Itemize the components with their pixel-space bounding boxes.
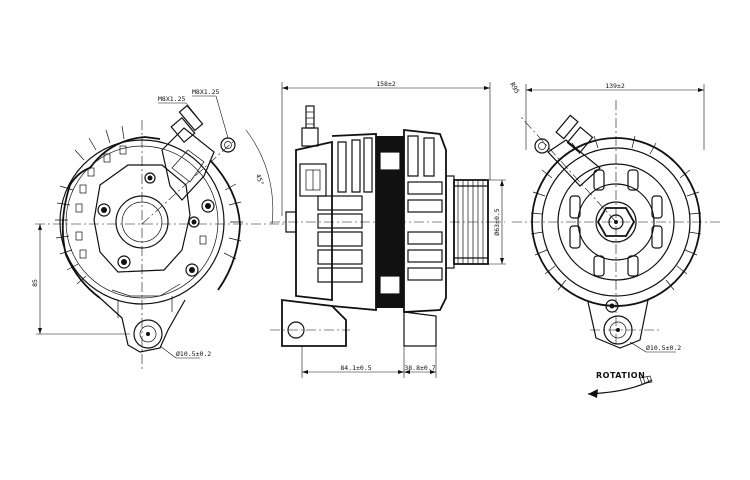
front-view: 85 M8X1.25 M8X1.25 45° Ø10.5±0.2	[31, 88, 285, 370]
length-dimension-38: 38.8±0.7	[404, 364, 435, 372]
side-view: 158±2	[270, 80, 506, 378]
pulley-diameter: Ø63±0.5	[493, 208, 501, 235]
rotation-label: ROTATION	[596, 371, 645, 380]
thread-callout-2: M8X1.25	[192, 88, 219, 96]
hole-diameter-left: Ø10.5±0.2	[176, 350, 211, 358]
front-rim-slots	[75, 145, 207, 259]
front-housing-fins	[407, 135, 443, 281]
thread-callout-1: M8X1.25	[158, 95, 185, 103]
height-dimension-85: 85	[31, 279, 39, 287]
rear-width-dimension: 139±2	[605, 82, 625, 90]
rear-view: 139±2 R95	[508, 81, 720, 398]
front-fins	[55, 125, 243, 285]
rear-fins-ring	[530, 135, 702, 291]
length-dimension-84: 84.1±0.5	[340, 364, 371, 372]
front-bolts	[97, 172, 215, 277]
rear-fins	[317, 137, 373, 283]
radius-r95: R95	[508, 81, 521, 95]
hole-diameter-right: Ø10.5±0.2	[646, 344, 681, 352]
angle-45-label: 45°	[254, 173, 266, 187]
rear-slots	[569, 169, 663, 277]
side-width-dimension: 158±2	[376, 80, 396, 88]
